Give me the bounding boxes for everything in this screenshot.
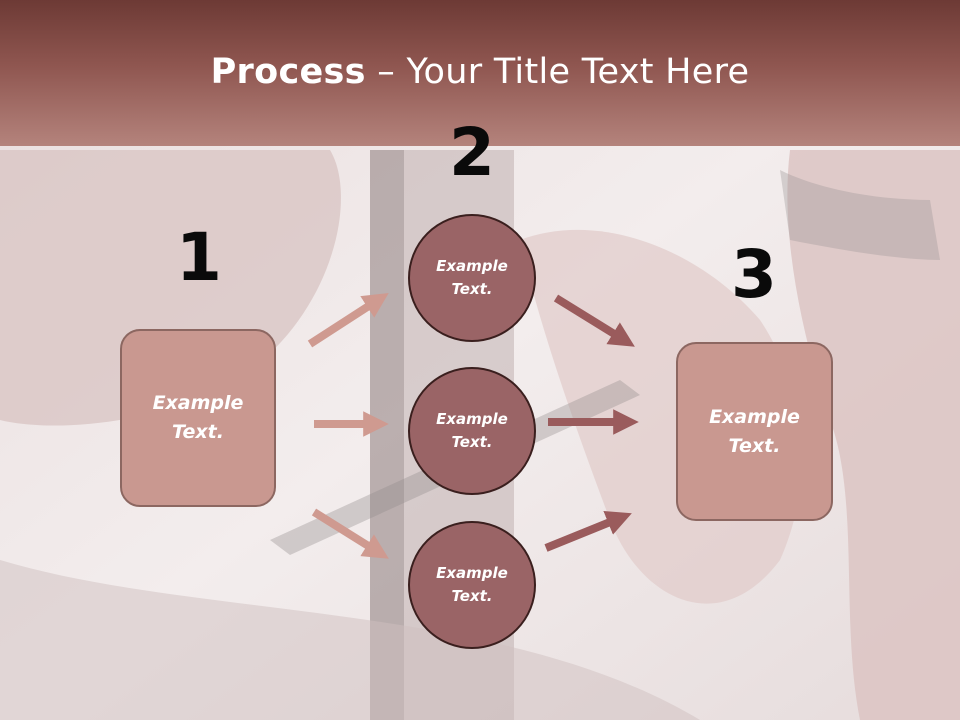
step-1-number: 1 xyxy=(176,219,222,296)
page-title: Process – Your Title Text Here xyxy=(0,52,960,92)
step-2-circle-bottom: Example Text. xyxy=(408,521,536,649)
step-1-box: Example Text. xyxy=(120,329,276,507)
step-2-circle-top: Example Text. xyxy=(408,214,536,342)
step-3-label-line2: Text. xyxy=(728,434,781,457)
circle-middle-line2: Text. xyxy=(451,433,493,451)
circle-middle-line1: Example xyxy=(436,410,508,428)
title-bold: Process xyxy=(210,52,366,92)
step-1-label-line2: Text. xyxy=(172,421,224,443)
step-3-label-line1: Example xyxy=(709,405,800,428)
step-3-box: Example Text. xyxy=(676,342,833,521)
step-2-circle-middle: Example Text. xyxy=(408,367,536,495)
step-1-label-line1: Example xyxy=(152,392,244,414)
circle-bottom-line1: Example xyxy=(436,564,508,582)
step-3-number: 3 xyxy=(731,236,777,313)
title-bar xyxy=(0,0,960,146)
title-rest: – Your Title Text Here xyxy=(365,52,750,92)
circle-top-line1: Example xyxy=(436,257,508,275)
circle-top-line2: Text. xyxy=(451,280,493,298)
circle-bottom-line2: Text. xyxy=(451,587,493,605)
step-2-number: 2 xyxy=(449,114,495,191)
